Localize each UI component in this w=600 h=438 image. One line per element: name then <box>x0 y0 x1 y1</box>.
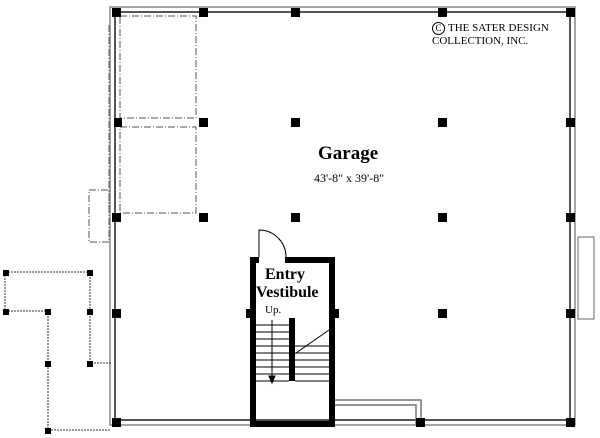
stair-center-wall <box>289 318 295 381</box>
copyright-line-2: COLLECTION, INC. <box>432 35 529 47</box>
stair-up-arrow <box>268 320 276 385</box>
garage-dimensions: 43'-8" x 39'-8" <box>314 171 385 185</box>
structural-columns <box>112 8 575 427</box>
vestibule-label-line-2: Vestibule <box>256 284 319 301</box>
vestibule-label-line-1: Entry <box>265 266 305 283</box>
door-swing <box>258 229 287 258</box>
right-wall-bump <box>577 236 595 320</box>
copyright-icon: C <box>432 22 445 35</box>
deck-posts <box>3 270 93 434</box>
copyright-line-1: THE SATER DESIGN <box>448 22 549 34</box>
vestibule-walls <box>246 257 339 427</box>
stair-up-label: Up. <box>265 304 282 316</box>
bottom-notch-wall <box>333 399 422 425</box>
garage-outer-walls <box>109 6 576 426</box>
parking-bay-outlines <box>88 15 197 243</box>
garage-label: Garage <box>318 143 379 164</box>
exterior-deck-outline <box>4 271 111 431</box>
